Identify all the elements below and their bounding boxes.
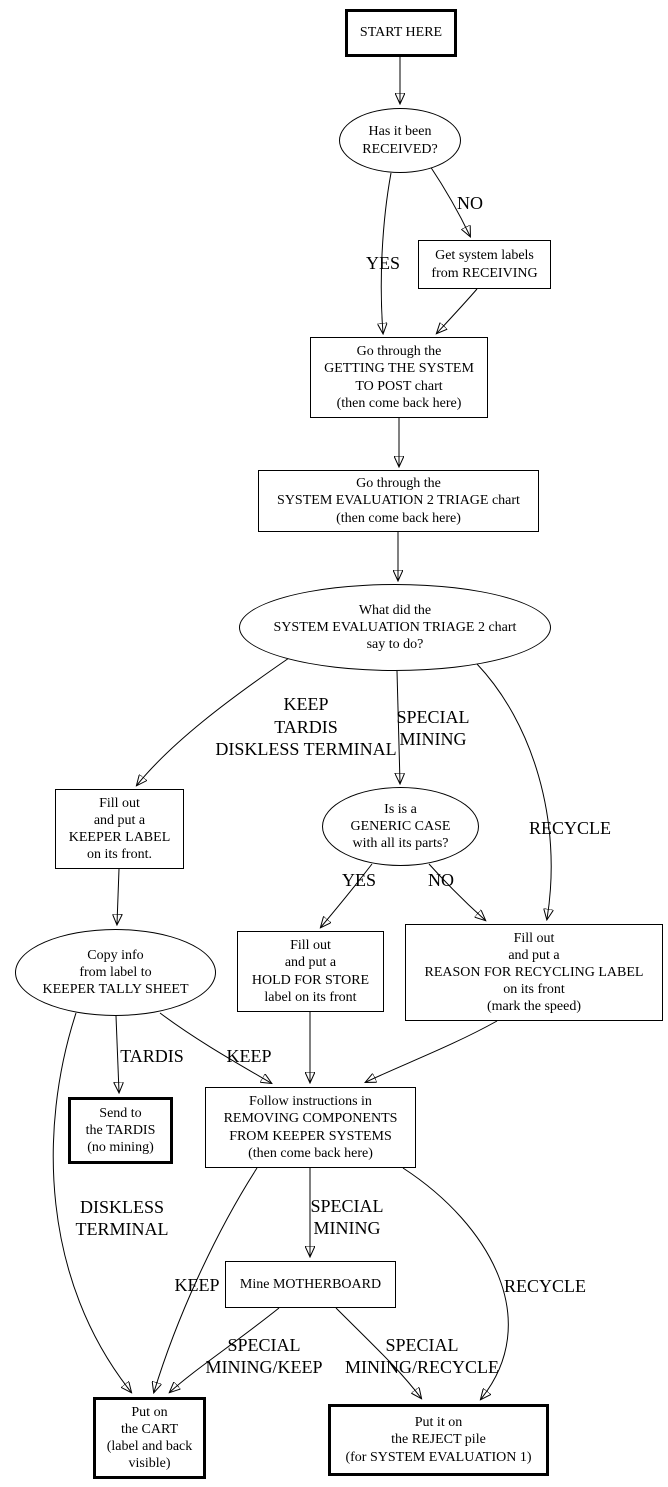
node-keeper-label: Fill out and put a KEEPER LABEL on its f… (55, 789, 184, 869)
edge-follow-to-reject-recycle (402, 1167, 509, 1399)
edge-whatdid-to-genericcase-special-mining (397, 670, 400, 783)
node-send-to-tardis: Send to the TARDIS (no mining) (68, 1097, 173, 1164)
edge-genericcase-to-holdstore-yes (321, 863, 373, 927)
node-has-it-been-received: Has it been RECEIVED? (339, 108, 461, 173)
edge-label-recycle-1: RECYCLE (528, 817, 611, 838)
node-mine-motherboard: Mine MOTHERBOARD (225, 1261, 396, 1308)
edge-follow-to-cart-keep (154, 1167, 258, 1392)
edge-label-special-mining-keep: SPECIAL MINING/KEEP (205, 1334, 323, 1378)
edge-label-no-1: NO (457, 192, 483, 213)
node-copy-info-keeper-tally: Copy info from label to KEEPER TALLY SHE… (15, 929, 216, 1016)
edge-keeperlabel-to-copyinfo (117, 868, 119, 924)
node-what-did-triage-say: What did the SYSTEM EVALUATION TRIAGE 2 … (239, 584, 551, 671)
edge-mine-to-cart-special-mining-keep (170, 1307, 280, 1392)
edge-received-to-gettingsystem-yes (381, 172, 392, 333)
edge-copyinfo-to-cart-diskless-terminal (52, 1012, 131, 1392)
node-put-on-cart: Put on the CART (label and back visible) (93, 1397, 206, 1479)
edge-copyinfo-to-follow-keep (159, 1012, 271, 1083)
edge-genericcase-to-recyclinglabel-no (428, 863, 485, 920)
node-system-evaluation-2-triage: Go through the SYSTEM EVALUATION 2 TRIAG… (258, 470, 539, 532)
edge-label-special-mining-recycle: SPECIAL MINING/RECYCLE (345, 1334, 499, 1378)
node-generic-case-question: Is is a GENERIC CASE with all its parts? (322, 787, 479, 866)
edge-label-tardis: TARDIS (120, 1045, 184, 1066)
edge-label-keep-2: KEEP (174, 1274, 220, 1295)
node-reject-pile: Put it on the REJECT pile (for SYSTEM EV… (328, 1404, 549, 1476)
edge-label-special-mining-2: SPECIAL MINING (310, 1195, 384, 1239)
edge-copyinfo-to-sendtardis-tardis (116, 1015, 119, 1092)
node-get-system-labels: Get system labels from RECEIVING (418, 240, 551, 289)
edge-label-yes-1: YES (365, 252, 400, 273)
edge-recyclinglabel-to-follow (366, 1020, 498, 1082)
edge-whatdid-to-recyclinglabel-recycle (476, 663, 551, 919)
node-getting-the-system-to-post: Go through the GETTING THE SYSTEM TO POS… (310, 337, 488, 418)
edge-getlabels-to-gettingsystem (437, 288, 478, 333)
edge-label-yes-2: YES (341, 869, 376, 890)
node-start-here: START HERE (345, 9, 457, 57)
edge-label-keep-1: KEEP (226, 1045, 272, 1066)
edge-received-to-getlabels-no (429, 165, 470, 236)
edge-label-special-mining-1: SPECIAL MINING (396, 706, 470, 750)
edge-label-keep-tardis-diskless-terminal: KEEP TARDIS DISKLESS TERMINAL (215, 694, 397, 760)
node-hold-for-store: Fill out and put a HOLD FOR STORE label … (237, 931, 384, 1012)
edge-label-recycle-2: RECYCLE (503, 1275, 586, 1296)
edge-label-no-2: NO (428, 869, 454, 890)
node-removing-components: Follow instructions in REMOVING COMPONEN… (205, 1087, 416, 1168)
edge-mine-to-reject-special-mining-recycle (335, 1307, 421, 1398)
edge-label-diskless-terminal: DISKLESS TERMINAL (75, 1196, 169, 1240)
node-reason-for-recycling-label: Fill out and put a REASON FOR RECYCLING … (405, 924, 663, 1021)
edge-whatdid-to-keeperlabel-keep-tardis-diskless (137, 657, 290, 785)
